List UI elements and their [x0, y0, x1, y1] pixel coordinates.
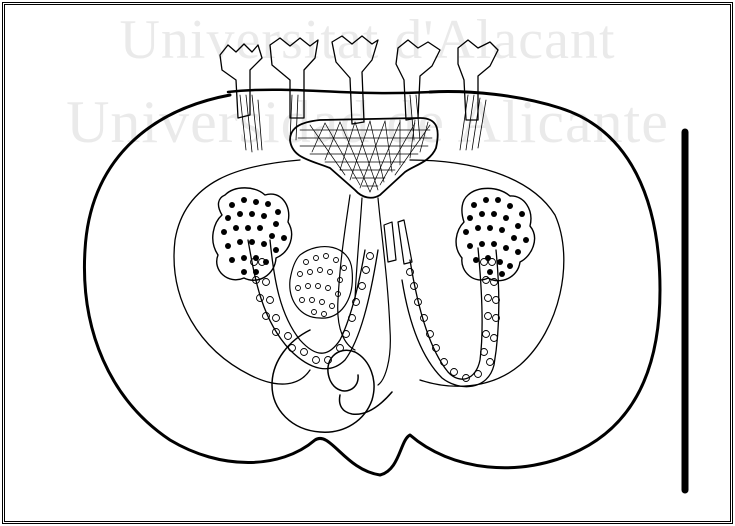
right-beaded-duct	[402, 248, 499, 387]
left-coil	[272, 330, 374, 432]
bead-texture	[251, 253, 500, 382]
dotted-mass	[290, 247, 353, 319]
central-ducts	[338, 195, 412, 385]
crosshatch	[298, 120, 432, 192]
right-granular-cluster	[456, 188, 534, 280]
right-inner-lobe	[410, 160, 564, 386]
